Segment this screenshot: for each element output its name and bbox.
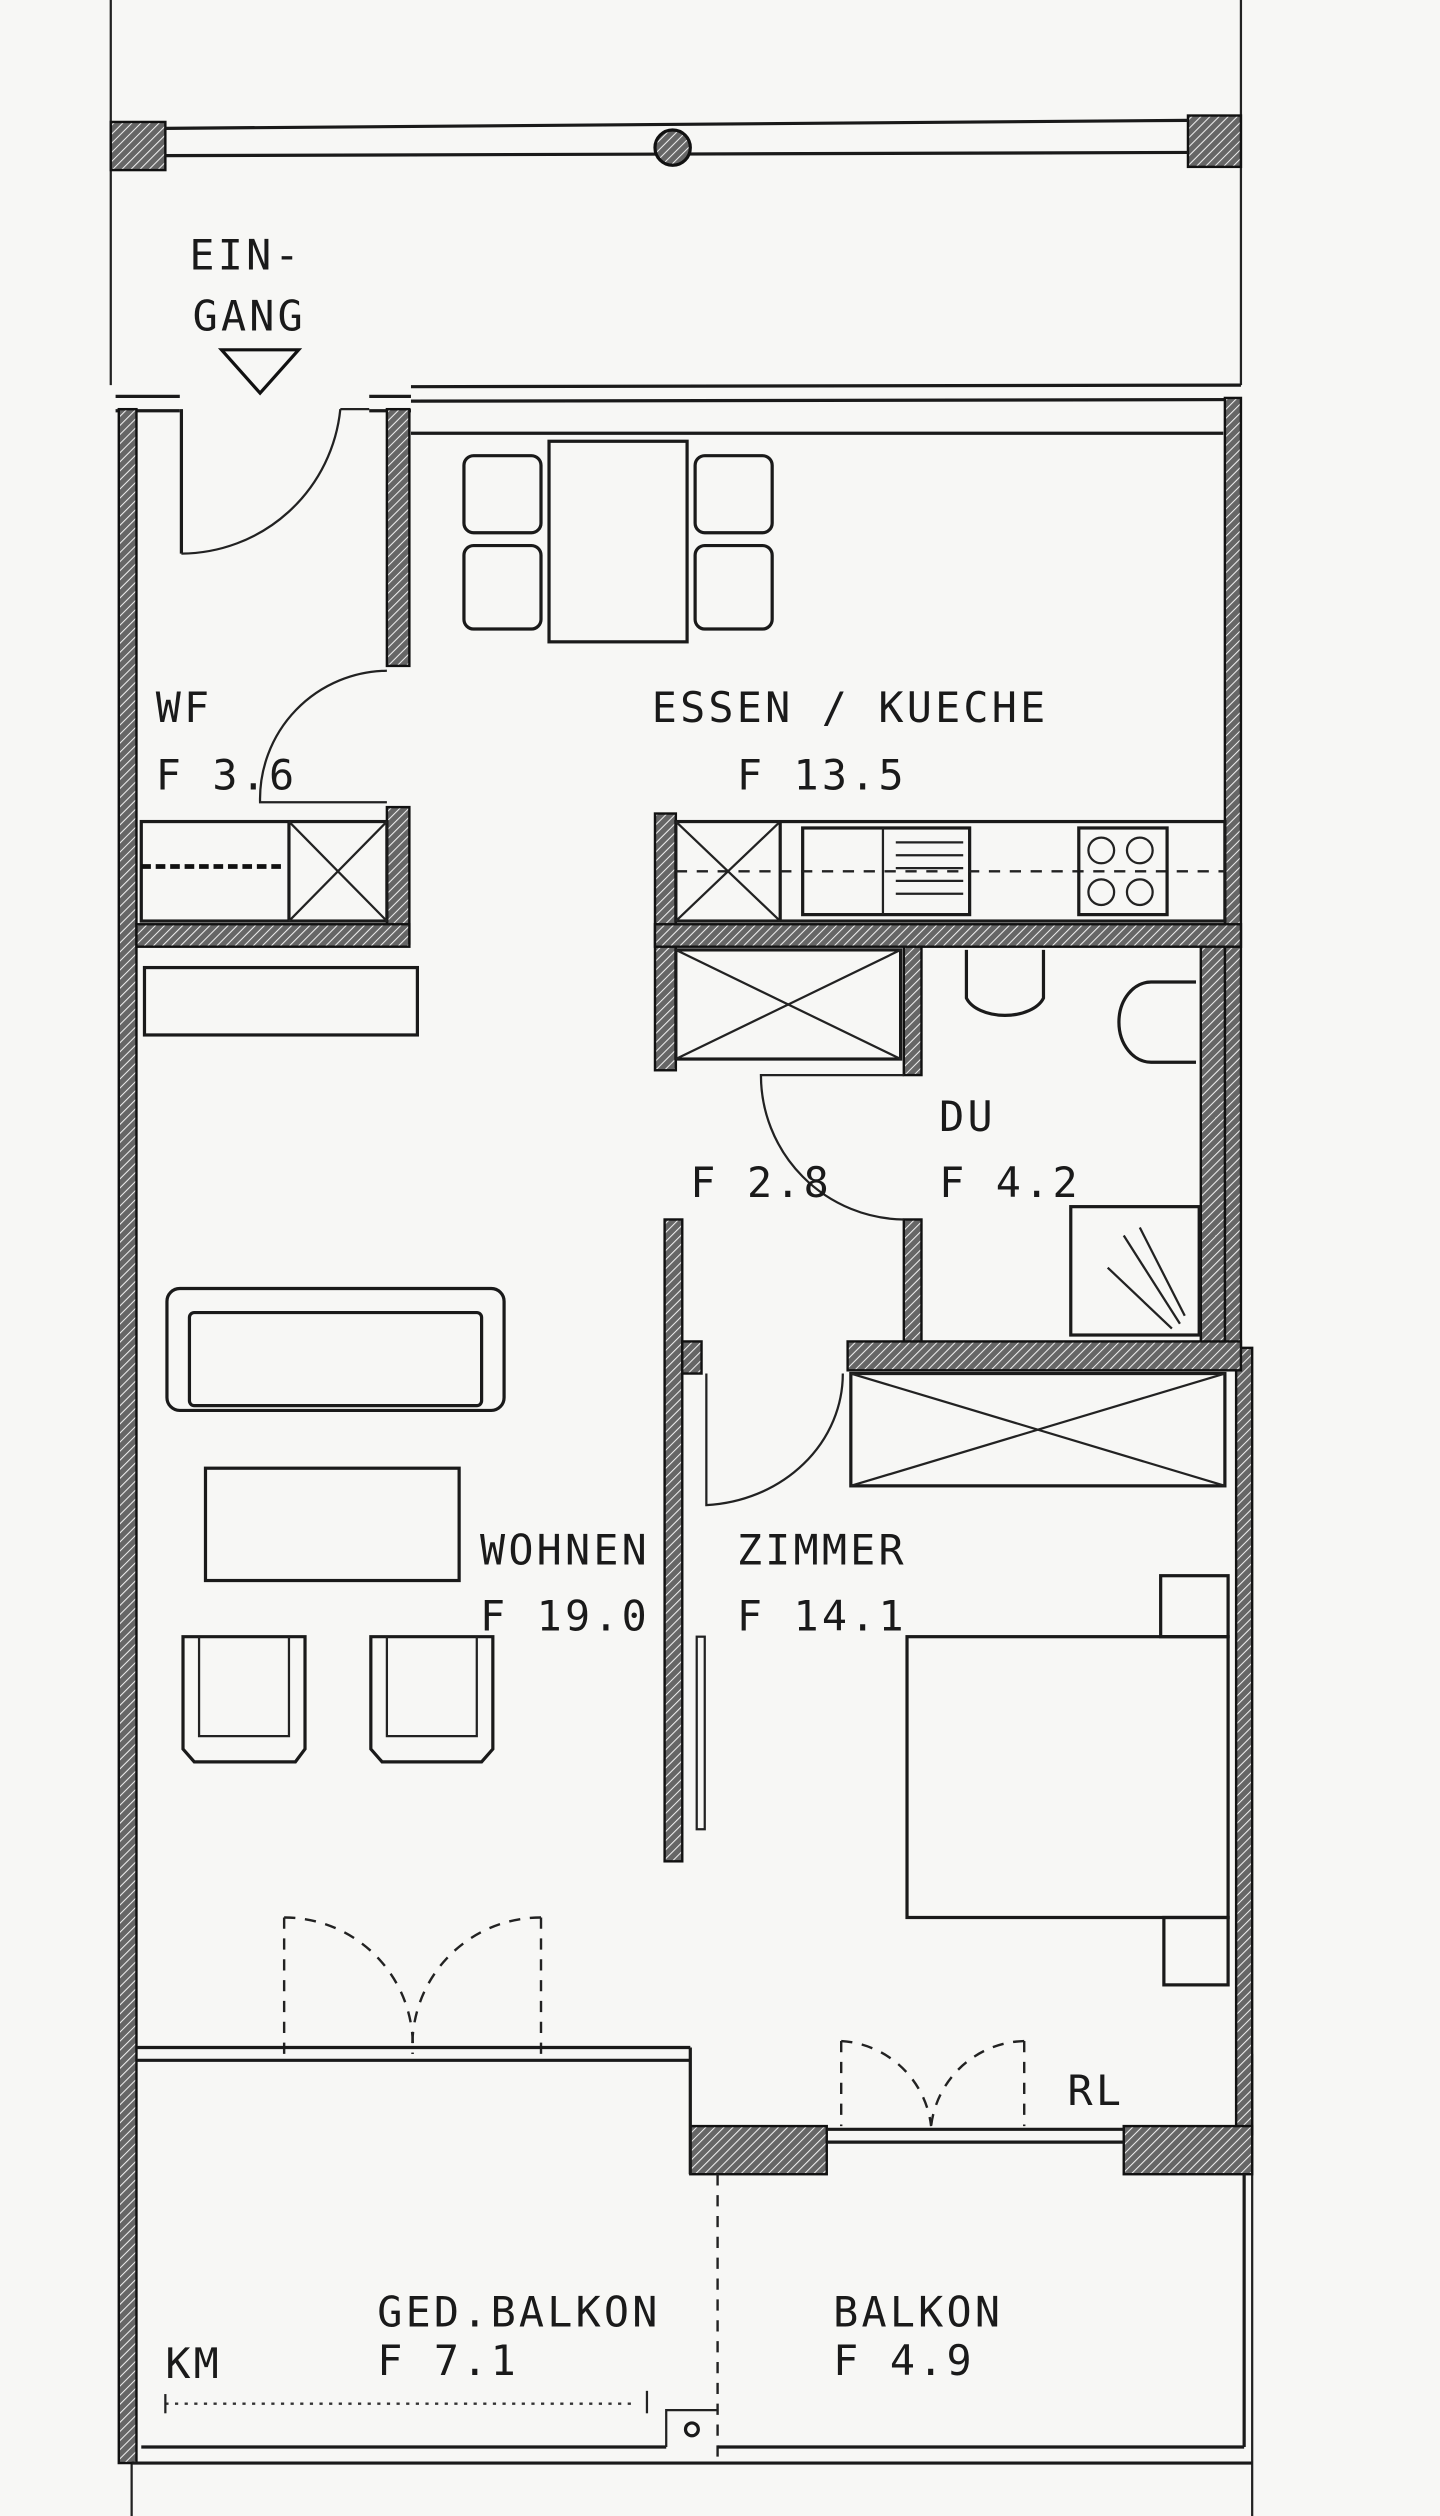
rl-annotation: RL — [1068, 2066, 1125, 2115]
room-area-wohnen: F 19.0 — [480, 1591, 650, 1640]
hall-closet — [674, 948, 903, 1061]
entrance-label-line2: GANG — [193, 292, 306, 341]
room-name-kitchen: ESSEN / KUECHE — [652, 683, 1049, 732]
room-area-du: F 4.2 — [939, 1158, 1081, 1207]
room-name-zimmer: ZIMMER — [737, 1525, 907, 1574]
room-name-ged-balkon: GED.BALKON — [377, 2288, 660, 2337]
toilet-icon — [964, 949, 1046, 1017]
room-area-hall: F 2.8 — [690, 1158, 832, 1207]
kitchen-counter — [674, 819, 1227, 923]
nightstand-bottom — [1162, 1915, 1230, 1987]
entry-door — [179, 408, 370, 555]
shower-icon — [1069, 1205, 1201, 1337]
room-name-wohnen: WOHNEN — [480, 1525, 650, 1574]
bathroom-door — [759, 1073, 904, 1221]
armchair-left — [181, 1635, 307, 1764]
sink-drainer — [895, 841, 964, 895]
room-area-wf: F 3.6 — [156, 750, 298, 799]
room-area-balkon: F 4.9 — [833, 2336, 975, 2385]
living-furniture — [165, 1286, 543, 2054]
walls — [117, 396, 1254, 2465]
stove-icon — [1077, 826, 1169, 917]
nightstand-top — [1159, 1574, 1230, 1639]
km-annotation: KM — [165, 2339, 222, 2388]
bedroom-door — [705, 1373, 844, 1507]
wf-cabinet — [139, 819, 419, 1037]
sliding-door — [695, 1635, 706, 1831]
room-area-kitchen: F 13.5 — [737, 750, 907, 799]
wf-door — [258, 669, 387, 804]
room-name-balkon: BALKON — [833, 2288, 1003, 2337]
room-name-wf: WF — [156, 683, 213, 732]
bed-icon — [905, 1635, 1230, 1920]
sofa-icon — [165, 1286, 506, 1413]
room-area-zimmer: F 14.1 — [737, 1591, 907, 1640]
drain-icon — [683, 2421, 700, 2438]
top-parapet — [109, 114, 1243, 172]
armchair-right — [369, 1635, 495, 1764]
room-area-ged-balkon: F 7.1 — [377, 2336, 519, 2385]
washbasin-icon — [1117, 980, 1196, 1064]
kitchen-window — [115, 383, 1241, 435]
bedroom-furniture — [695, 1371, 1230, 2127]
patio-door-living — [282, 1916, 543, 2054]
bathroom-fixtures — [759, 949, 1201, 1337]
room-labels: WF F 3.6 ESSEN / KUECHE F 13.5 DU F 4.2 … — [156, 683, 1125, 2388]
dining-table — [462, 439, 774, 644]
coffee-table — [203, 1466, 461, 1583]
entrance-label-line1: EIN- — [189, 231, 302, 280]
balcony — [131, 2045, 1253, 2465]
room-name-du: DU — [939, 1092, 996, 1141]
patio-door-bedroom — [840, 2039, 1026, 2127]
entrance-label: EIN- GANG — [189, 231, 306, 396]
wardrobe-icon — [849, 1371, 1227, 1488]
entrance-arrow-icon — [217, 348, 303, 396]
